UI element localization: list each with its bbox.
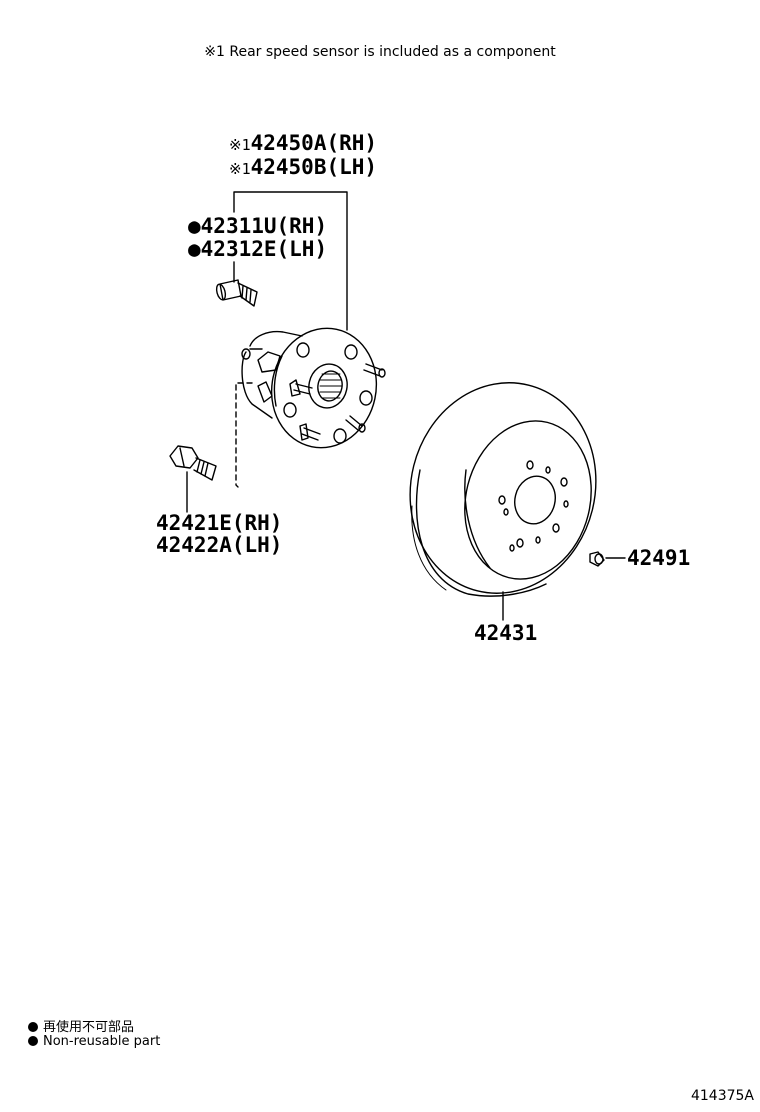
- hub-stud: [215, 279, 258, 307]
- leader-lines: [186, 191, 626, 621]
- part-number-disc: 42431: [474, 621, 538, 645]
- legend-jp: 再使用不可部品: [28, 1016, 134, 1035]
- component-note: ※1 Rear speed sensor is included as a co…: [204, 44, 556, 60]
- legend-en: Non-reusable part: [28, 1034, 160, 1049]
- bullet-icon: [28, 1022, 38, 1032]
- bullet-icon: [28, 1036, 38, 1046]
- part-number-plug: 42491: [627, 546, 691, 570]
- part-number-stud-rh: ●42311U(RH): [188, 214, 328, 238]
- part-number-hub-lh: ※142450B(LH): [229, 155, 378, 179]
- flange-bolt: [169, 445, 217, 481]
- part-number-bolt-rh: 42421E(RH): [156, 511, 283, 535]
- part-number-stud-lh: ●42312E(LH): [188, 237, 328, 261]
- hub-bearing-assembly: [241, 327, 386, 449]
- brake-disc: [409, 382, 597, 597]
- hole-plug: [589, 551, 605, 567]
- part-number-hub-rh: ※142450A(RH): [229, 131, 378, 155]
- part-number-bolt-lh: 42422A(LH): [156, 533, 283, 557]
- illustration-code: 414375A: [690, 1088, 754, 1104]
